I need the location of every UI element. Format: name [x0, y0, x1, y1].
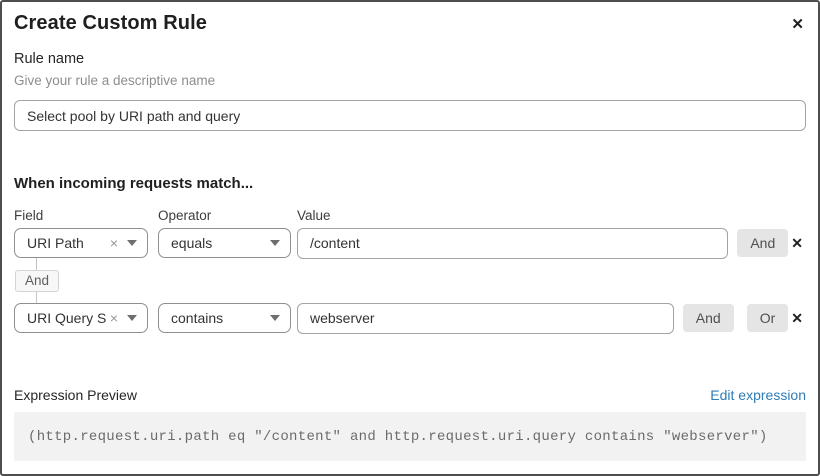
operator-select-value: equals: [171, 235, 213, 251]
remove-condition-icon[interactable]: ✕: [791, 310, 803, 326]
chevron-down-icon: [270, 240, 280, 246]
chevron-down-icon: [270, 315, 280, 321]
condition-row: URI Path × equals And ✕: [14, 227, 806, 259]
clear-icon[interactable]: ×: [109, 235, 118, 251]
operator-select[interactable]: equals: [158, 228, 291, 258]
or-button[interactable]: Or: [746, 304, 789, 332]
rule-name-hint: Give your rule a descriptive name: [14, 73, 216, 88]
connector-line-bottom: [36, 291, 37, 303]
match-section-heading: When incoming requests match...: [14, 175, 254, 192]
value-column-label: Value: [297, 208, 331, 223]
field-select[interactable]: URI Query St... ×: [14, 303, 148, 333]
close-icon[interactable]: ✕: [791, 16, 804, 33]
expression-preview-label: Expression Preview: [14, 387, 137, 403]
clear-icon[interactable]: ×: [109, 310, 118, 326]
operator-select[interactable]: contains: [158, 303, 291, 333]
field-select-value: URI Path: [27, 235, 84, 251]
field-select-value: URI Query St...: [27, 310, 106, 326]
edit-expression-link[interactable]: Edit expression: [710, 387, 806, 403]
chevron-down-icon: [127, 240, 137, 246]
value-input[interactable]: [297, 227, 729, 259]
condition-column-headers: Field Operator Value: [14, 208, 806, 223]
and-button[interactable]: And: [682, 304, 734, 332]
field-column-label: Field: [14, 208, 44, 223]
expression-preview-header: Expression Preview Edit expression: [14, 387, 806, 403]
operator-column-label: Operator: [158, 208, 212, 223]
value-input[interactable]: [297, 302, 674, 334]
remove-condition-icon[interactable]: ✕: [791, 235, 803, 251]
rule-name-input[interactable]: [14, 100, 806, 131]
rule-name-label: Rule name: [14, 51, 85, 67]
connector-line-top: [36, 258, 37, 270]
page-title: Create Custom Rule: [14, 12, 207, 34]
connector-and-badge: And: [15, 269, 60, 292]
expression-code: (http.request.uri.path eq "/content" and…: [28, 428, 768, 445]
modal-header: Create Custom Rule ✕: [14, 2, 806, 36]
chevron-down-icon: [127, 315, 137, 321]
field-select[interactable]: URI Path ×: [14, 228, 148, 258]
operator-select-value: contains: [171, 310, 224, 326]
condition-connector: And: [15, 258, 806, 303]
expression-code-block: (http.request.uri.path eq "/content" and…: [14, 412, 806, 461]
and-button[interactable]: And: [737, 229, 789, 257]
condition-row: URI Query St... × contains And Or ✕: [14, 302, 806, 334]
